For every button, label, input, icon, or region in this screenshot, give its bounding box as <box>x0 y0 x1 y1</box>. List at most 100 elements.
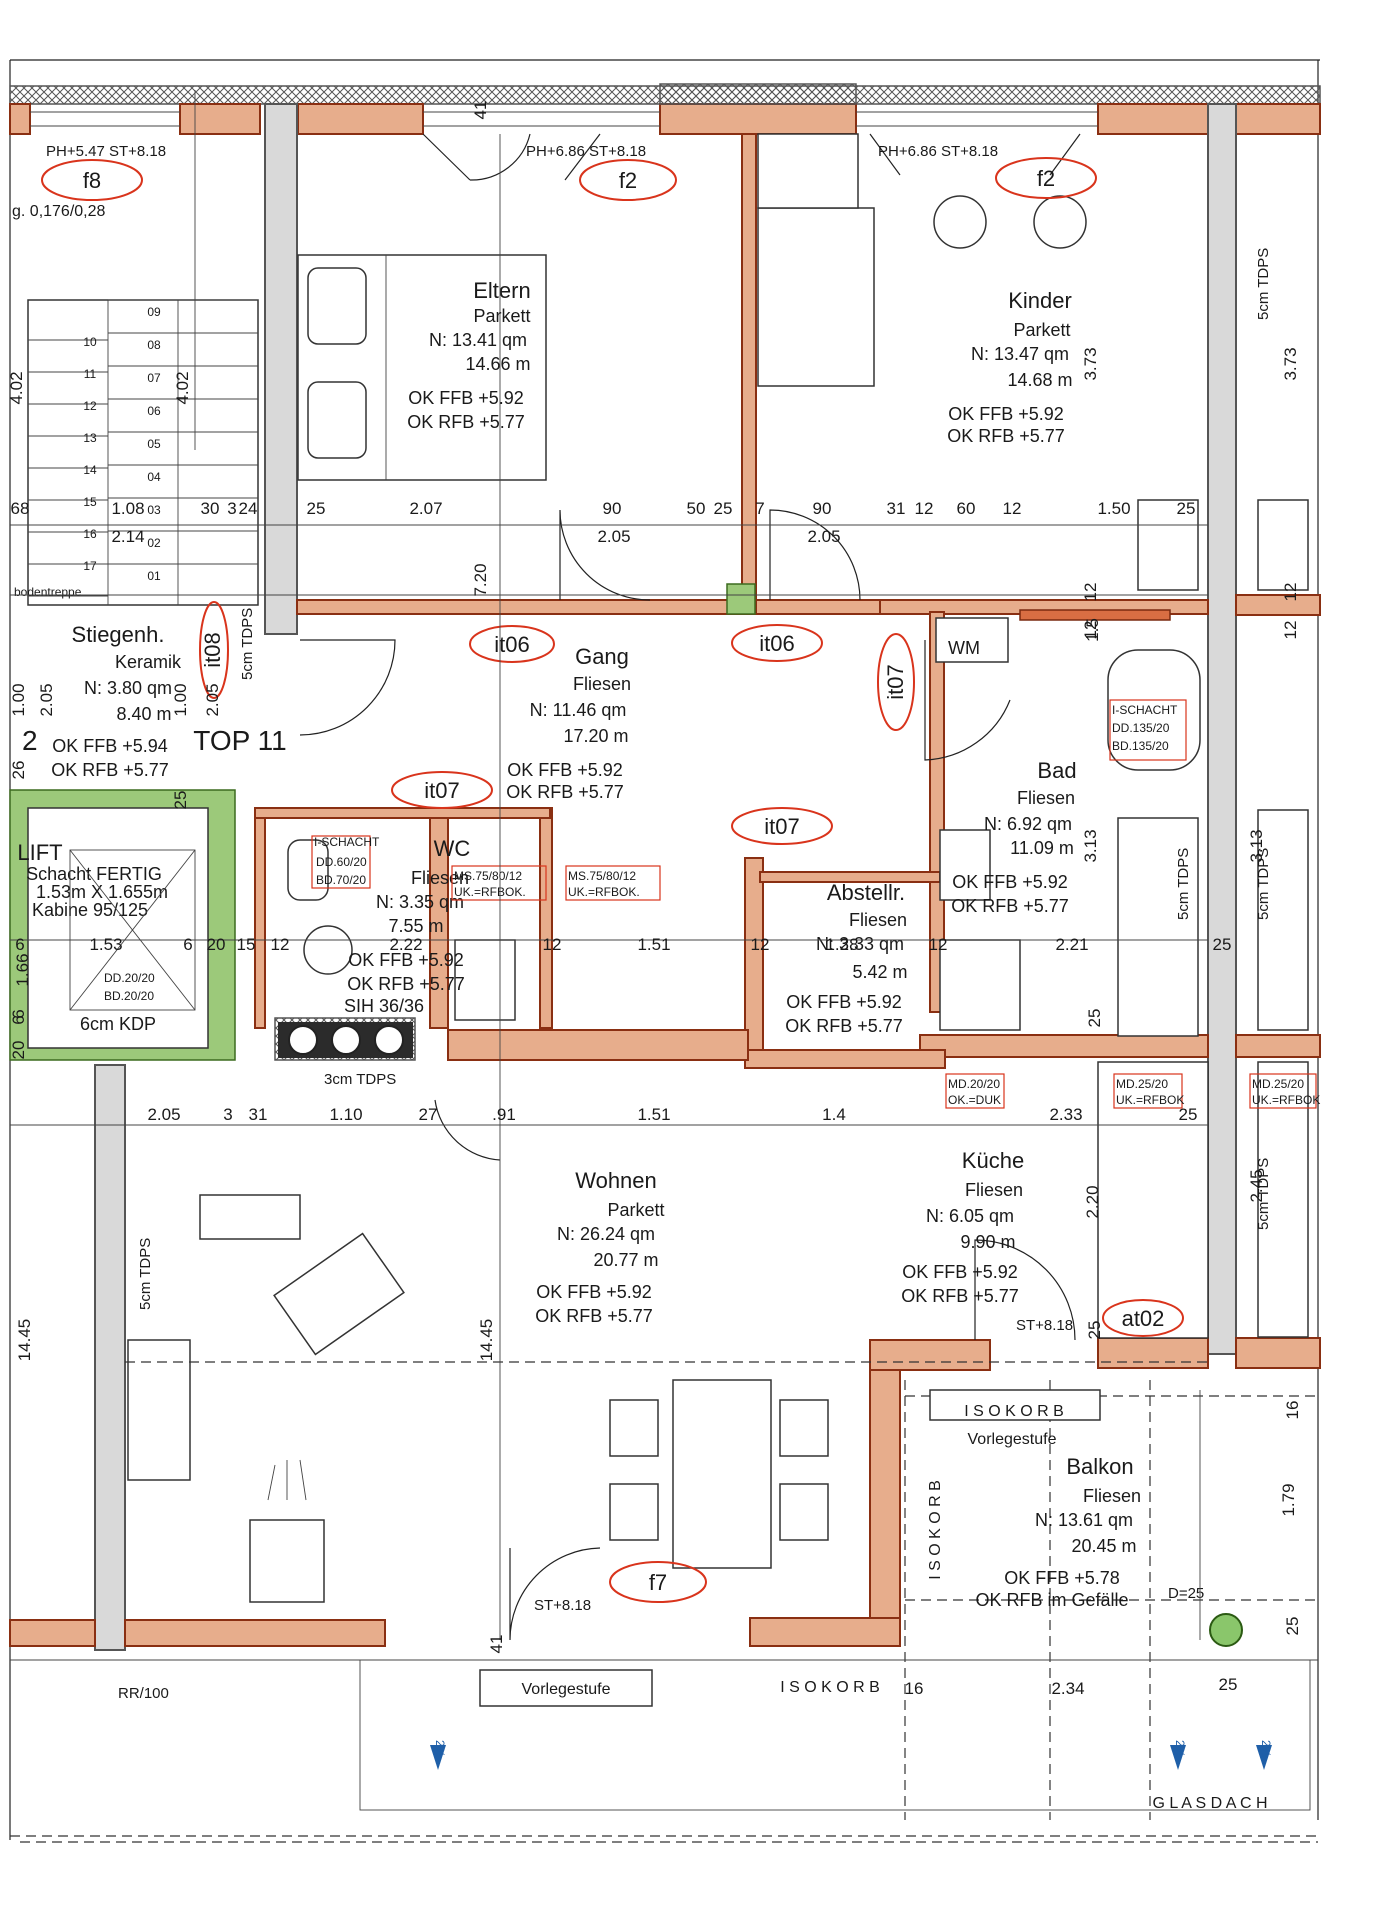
wc-sih: SIH 36/36 <box>344 996 424 1016</box>
bed-kinder <box>757 133 1087 387</box>
dim-row3-label: 12 <box>543 935 562 954</box>
tag-f8: f8 <box>83 168 101 193</box>
dim-balcony-label: 2.34 <box>1051 1679 1084 1698</box>
kueche-ffb: OK FFB +5.92 <box>902 1262 1018 1282</box>
room-balkon: Balkon Fliesen N: 13.61 qm 20.45 m OK FF… <box>975 1454 1141 1610</box>
balkon-floor: Fliesen <box>1083 1486 1141 1506</box>
dim-row1-label: 12 <box>1003 499 1022 518</box>
stair-step-number: 05 <box>147 437 161 451</box>
tdps-5cm-stair: 5cm TDPS <box>239 608 256 680</box>
dim-row1-label: 90 <box>603 499 622 518</box>
kueche-name: Küche <box>962 1148 1024 1173</box>
balkon-rfb: OK RFB im Gefälle <box>975 1590 1128 1610</box>
note-bad-1: I-SCHACHT <box>1112 703 1178 717</box>
bed-eltern <box>297 254 547 481</box>
isokorb-bottom: I S O K O R B <box>780 1679 880 1696</box>
red-notes: I-SCHACHT DD.60/20 BD.70/20 MS.75/80/12 … <box>104 699 1320 1109</box>
stiegenh-rfb: OK RFB +5.77 <box>51 760 169 780</box>
kinder-name: Kinder <box>1008 288 1072 313</box>
dim-vertical-label: 2.05 <box>37 683 56 716</box>
bad-area: N: 6.92 qm <box>984 814 1072 834</box>
wc-name: WC <box>434 836 471 861</box>
dim-vertical-label: 25 <box>1085 1009 1104 1028</box>
abstellr-area: N: 3.33 qm <box>816 934 904 954</box>
lift-kdp: 6cm KDP <box>80 1014 156 1034</box>
dim-row2-label: 31 <box>249 1105 268 1124</box>
dim-row2-label: 1.10 <box>329 1105 362 1124</box>
dim-balcony-label: 16 <box>905 1679 924 1698</box>
vorlegestufe-balkon: Vorlegestufe <box>968 1431 1057 1448</box>
wc-floor: Fliesen <box>411 868 469 888</box>
room-lift: LIFT Schacht FERTIG 1.53m X 1.655m Kabin… <box>17 840 196 1034</box>
dim-row2-label: 1.4 <box>822 1105 846 1124</box>
dim-row1-label: 7 <box>755 499 764 518</box>
kinder-area: N: 13.47 qm <box>971 344 1069 364</box>
dim-vertical-label: 25 <box>1283 1617 1302 1636</box>
dim-vertical-label: 4.02 <box>173 371 192 404</box>
bad-floor: Fliesen <box>1017 788 1075 808</box>
tdps-5cm-wohnen: 5cm TDPS <box>137 1238 154 1310</box>
balkon-perimeter: 20.45 m <box>1071 1536 1136 1556</box>
dim-row3-label: 20 <box>207 935 226 954</box>
dim-row1b-label: 2.05 <box>597 527 630 546</box>
dim-vertical-label: 7.20 <box>471 563 490 596</box>
wohnen-name: Wohnen <box>575 1168 657 1193</box>
dim-row3-label: 1.51 <box>637 935 670 954</box>
dim-row1-label: 30 <box>201 499 220 518</box>
room-wohnen: Wohnen Parkett N: 26.24 qm 20.77 m OK FF… <box>535 1168 664 1326</box>
bad-ffb: OK FFB +5.92 <box>952 872 1068 892</box>
balkon-name: Balkon <box>1066 1454 1133 1479</box>
dim-vertical-label: 2.20 <box>1083 1185 1102 1218</box>
dim-balcony-label: 25 <box>1219 1675 1238 1694</box>
tag-f2-left: f2 <box>619 168 637 193</box>
rr-label: RR/100 <box>118 1685 169 1702</box>
number-2: 2 <box>22 725 38 756</box>
dim-vertical-label: 2.45 <box>1247 1169 1266 1202</box>
room-abstellr: Abstellr. Fliesen N: 3.33 qm 5.42 m OK F… <box>785 880 907 1036</box>
note-md1-b: OK.=DUK <box>948 1093 1001 1107</box>
lift-line2: 1.53m X 1.655m <box>36 882 168 902</box>
room-wc: WC Fliesen N: 3.35 qm 7.55 m OK FFB +5.9… <box>344 836 470 1016</box>
stair-step-number: 10 <box>83 335 97 349</box>
stair-step-number: 09 <box>147 305 161 319</box>
dim-row1-label: 50 <box>687 499 706 518</box>
kinder-perimeter: 14.68 m <box>1007 370 1072 390</box>
eltern-perimeter: 14.66 m <box>465 354 530 374</box>
dim-row3-label: 6 <box>15 935 24 954</box>
bad-rfb: OK RFB +5.77 <box>951 896 1069 916</box>
tag-it07-bad: it07 <box>883 664 908 699</box>
sill-note-kitchen: ST+8.18 <box>1016 1317 1073 1334</box>
tag-ellipses <box>41 157 1184 1603</box>
room-gang: Gang Fliesen N: 11.46 qm 17.20 m OK FFB … <box>506 644 631 802</box>
dim-vertical-label: 16 <box>1283 1401 1302 1420</box>
bodentreppe-label: bodentreppe <box>14 585 82 599</box>
stair-step-number: 15 <box>83 495 97 509</box>
eltern-name: Eltern <box>473 278 530 303</box>
dim-row1-label: 90 <box>813 499 832 518</box>
stiegenh-perimeter: 8.40 m <box>116 704 171 724</box>
stair-step-number: 06 <box>147 404 161 418</box>
dim-row1b-label: 2.05 <box>807 527 840 546</box>
radiators <box>278 1022 413 1058</box>
living-furniture <box>127 1194 829 1603</box>
stair-step-number: 07 <box>147 371 161 385</box>
note-wc-1: DD.60/20 <box>316 855 367 869</box>
eltern-floor: Parkett <box>473 306 530 326</box>
kinder-ffb: OK FFB +5.92 <box>948 404 1064 424</box>
window-swings <box>422 133 1081 181</box>
wc-perimeter: 7.55 m <box>388 916 443 936</box>
tag-it06-right: it06 <box>759 631 794 656</box>
dim-row3-label: 2.22 <box>389 935 422 954</box>
kueche-area: N: 6.05 qm <box>926 1206 1014 1226</box>
wc-ffb: OK FFB +5.92 <box>348 950 464 970</box>
gang-floor: Fliesen <box>573 674 631 694</box>
stair-step-number: 02 <box>147 536 161 550</box>
note-md3-a: MD.25/20 <box>1252 1077 1304 1091</box>
tag-at02: at02 <box>1122 1306 1165 1331</box>
dim-vertical-label: 3.73 <box>1281 347 1300 380</box>
wohnen-ffb: OK FFB +5.92 <box>536 1282 652 1302</box>
note-ms2-b: UK.=RFBOK. <box>568 885 640 899</box>
dim-row2-label: .91 <box>492 1105 516 1124</box>
